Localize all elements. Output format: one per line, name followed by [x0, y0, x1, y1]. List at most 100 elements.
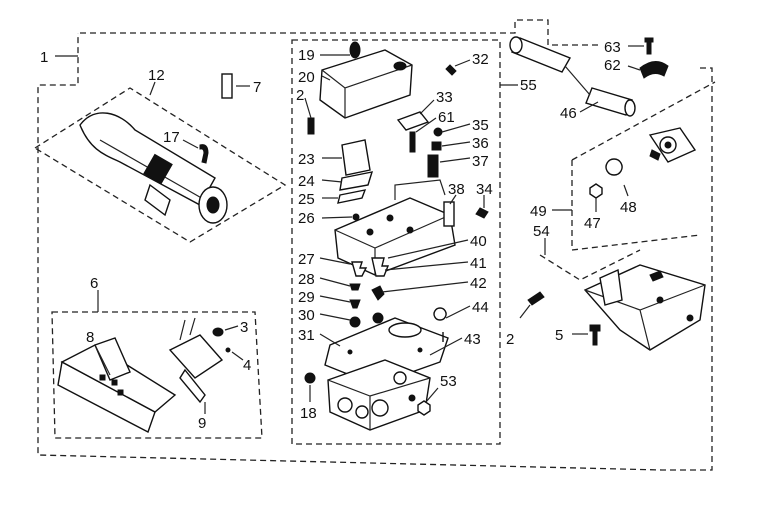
burner-tube-part [79, 112, 228, 224]
label-6: 6 [90, 275, 98, 292]
label-63: 63 [604, 39, 621, 56]
screw-part-22 [307, 117, 315, 135]
fitting-part-48 [605, 158, 623, 176]
plate-part-7 [221, 73, 233, 99]
part54-frame [539, 249, 641, 281]
right-frame [571, 81, 716, 251]
leader-8 [94, 344, 111, 376]
leader-3 [224, 325, 239, 331]
leader-12 [149, 81, 156, 96]
label-62: 62 [604, 57, 621, 74]
leader-43 [429, 337, 463, 356]
leader-37 [439, 157, 471, 163]
burner-support-part [583, 264, 706, 351]
nut-part-53 [417, 400, 431, 416]
assembly-boundary [37, 19, 713, 471]
leader-20 [321, 75, 331, 81]
label-32: 32 [472, 51, 489, 68]
label-34: 34 [476, 181, 493, 198]
leader-61 [415, 117, 437, 133]
label-7: 7 [253, 79, 261, 96]
label-28: 28 [298, 271, 315, 288]
screw-part-5 [589, 324, 601, 346]
label-47: 47 [584, 215, 601, 232]
label-35: 35 [472, 117, 489, 134]
label-61: 61 [438, 109, 455, 126]
leader-4 [231, 351, 244, 361]
leader-30 [319, 313, 351, 321]
label-41: 41 [470, 255, 487, 272]
leader-41 [384, 261, 469, 271]
thermocouple-bracket-part [648, 127, 697, 163]
leader-26 [321, 216, 353, 219]
label-20: 20 [298, 69, 315, 86]
label-43: 43 [464, 331, 481, 348]
label-8: 8 [86, 329, 94, 346]
pilot-tube-part [509, 36, 636, 117]
leader-22 [304, 97, 312, 119]
label-38: 38 [448, 181, 465, 198]
spring-part-27 [351, 261, 368, 277]
screw-part-32 [445, 64, 457, 76]
screw-part-44 [433, 307, 447, 342]
label-2a: 2 [296, 87, 304, 104]
manifold-part [57, 317, 231, 433]
label-4: 4 [243, 357, 251, 374]
leader-38 [449, 194, 457, 205]
seal-part-29 [349, 299, 361, 309]
valve-assembly-box [291, 39, 501, 445]
label-40: 40 [470, 233, 487, 250]
leader-53 [425, 387, 439, 403]
label-49: 49 [530, 203, 547, 220]
label-29: 29 [298, 289, 315, 306]
valve-plate-part [334, 197, 456, 276]
screw-part-2 [527, 291, 545, 306]
label-18: 18 [300, 405, 317, 422]
leader-44 [445, 305, 471, 319]
label-1: 1 [40, 49, 48, 66]
part6-box [51, 311, 263, 439]
label-55: 55 [520, 77, 537, 94]
label-19: 19 [298, 47, 315, 64]
label-37: 37 [472, 153, 489, 170]
valve-part-42 [371, 285, 385, 301]
label-27: 27 [298, 251, 315, 268]
label-46: 46 [560, 105, 577, 122]
label-48: 48 [620, 199, 637, 216]
label-23: 23 [298, 151, 315, 168]
label-30: 30 [298, 307, 315, 324]
label-31: 31 [298, 327, 315, 344]
leader-28 [319, 277, 351, 287]
spacer-part-36 [431, 141, 442, 151]
label-54: 54 [533, 223, 550, 240]
label-17: 17 [163, 129, 180, 146]
spring-part-40 [371, 257, 390, 277]
bracket-part-23 [341, 139, 371, 176]
label-5: 5 [555, 327, 563, 344]
screw-part-34 [475, 207, 489, 219]
lever-part-24 [339, 171, 374, 191]
leader-62 [627, 65, 641, 71]
screw-part-61 [409, 131, 416, 153]
clip-part-17 [199, 144, 209, 164]
label-25: 25 [298, 191, 315, 208]
leader-48 [623, 184, 629, 197]
label-33: 33 [436, 89, 453, 106]
callout-labels: 1 2 2 3 4 5 6 7 8 9 12 17 18 19 20 23 24… [40, 39, 637, 432]
leader-24 [321, 179, 343, 183]
leader-35 [441, 123, 471, 133]
leader-32 [454, 59, 471, 67]
label-36: 36 [472, 135, 489, 152]
leader-31 [319, 333, 341, 347]
bracket-part-33 [396, 111, 430, 131]
part12-box [33, 87, 287, 243]
disc-part-30 [349, 316, 361, 328]
diaphragm-plate-part [324, 317, 449, 386]
leader-42 [381, 281, 469, 293]
washer-part-28 [349, 283, 361, 291]
magnet-part-37 [427, 154, 439, 178]
plate-part-25 [337, 189, 367, 204]
leader-33 [419, 99, 435, 115]
leader-46 [579, 101, 599, 113]
